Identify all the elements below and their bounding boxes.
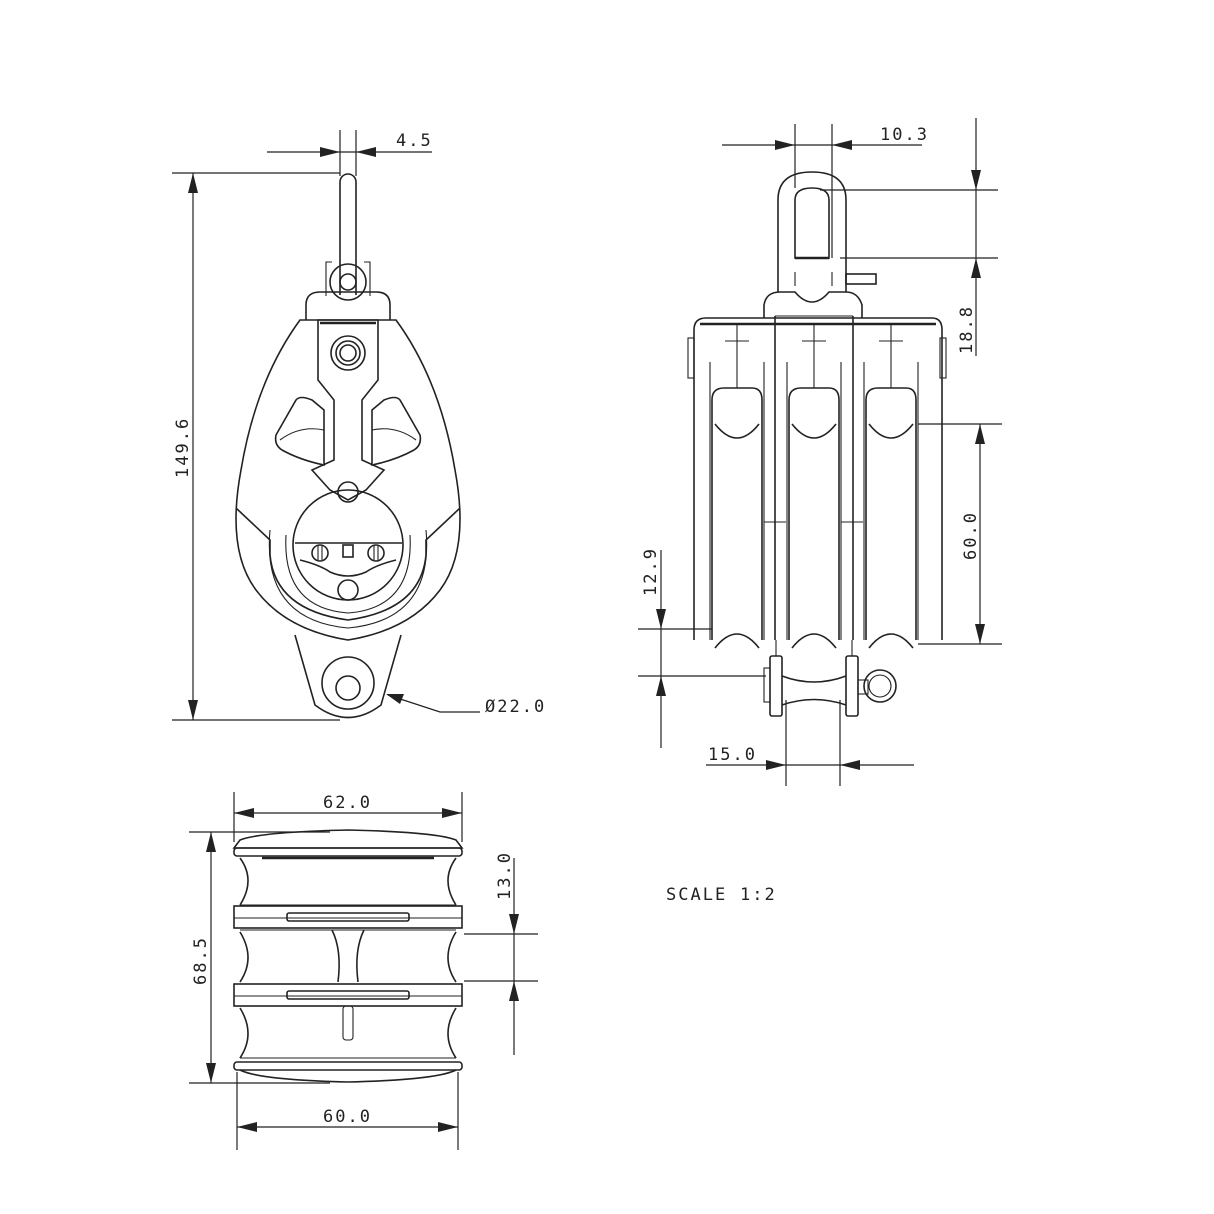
dim-overall-width: 62.0 [323, 793, 372, 813]
dim-shackle-opening-width: 10.3 [880, 125, 929, 145]
side-view: 10.3 18.8 60.0 12.9 15.0 [638, 118, 1002, 786]
sheave-2 [786, 324, 842, 649]
dim-sheave-span: 60.0 [323, 1107, 372, 1127]
sheave-3 [863, 324, 919, 649]
dim-becket-diameter: Ø22.0 [485, 697, 546, 717]
dim-shackle-opening-height: 18.8 [957, 305, 977, 354]
dim-sheave-diameter: 60.0 [961, 511, 981, 560]
sheave-1 [709, 324, 765, 649]
scale-note: SCALE 1:2 [666, 885, 777, 905]
dim-becket-offset: 12.9 [641, 547, 661, 596]
dim-becket-width: 15.0 [708, 745, 757, 765]
top-view: 62.0 68.5 13.0 60.0 [189, 792, 538, 1150]
dim-sheave-width: 13.0 [495, 851, 515, 900]
dim-overall-depth: 68.5 [191, 936, 211, 985]
front-view: 4.5 149.6 Ø22.0 [172, 130, 546, 721]
scale-value: 1:2 [740, 885, 777, 905]
scale-label: SCALE [666, 885, 727, 905]
dim-overall-height: 149.6 [173, 417, 193, 478]
dim-shackle-pin-width: 4.5 [396, 131, 433, 151]
